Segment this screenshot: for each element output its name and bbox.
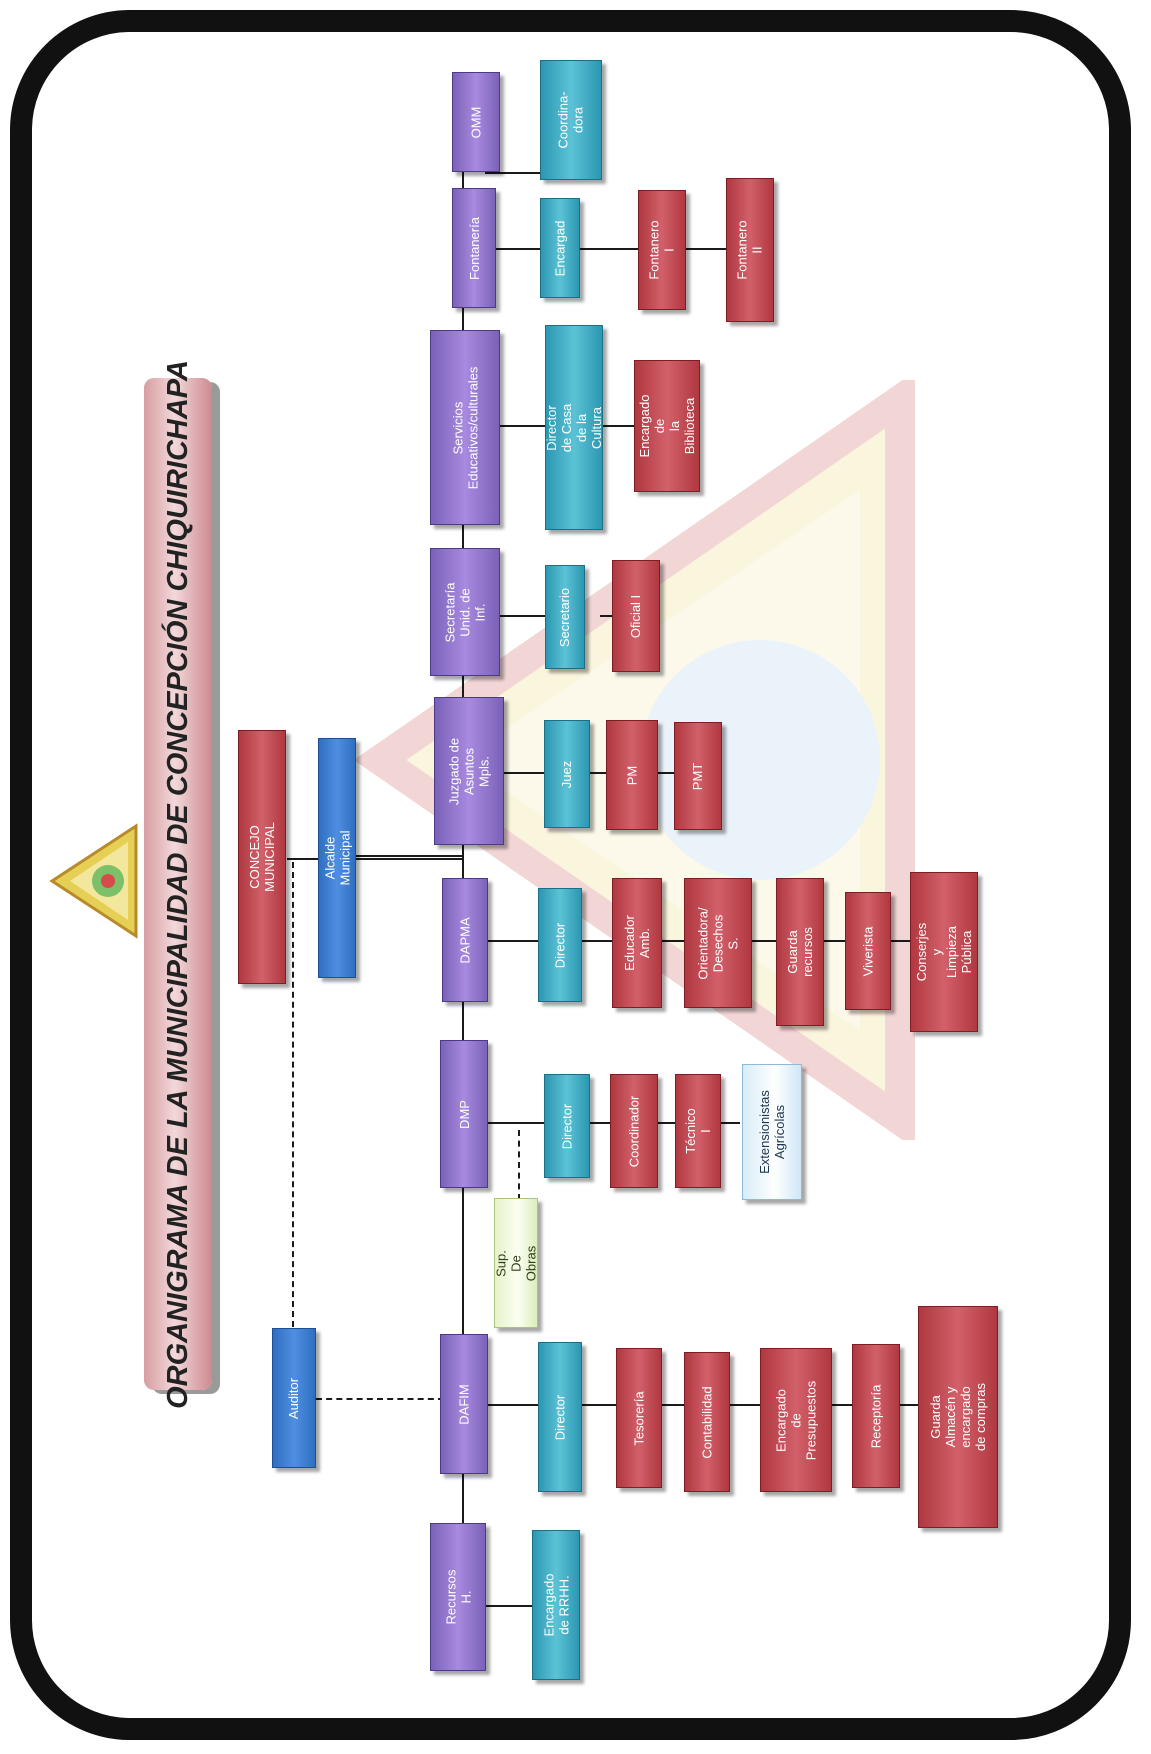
head-juzgado: Juez: [544, 720, 590, 828]
head-fontaneria: Encargad: [540, 198, 580, 298]
head-omm: Coordina- dora: [540, 60, 602, 180]
staff-educador-amb: Educador Amb.: [612, 878, 662, 1008]
head-dapma: Director: [538, 888, 582, 1002]
staff-tesoreria: Tesorería: [616, 1348, 662, 1488]
staff-conserjes: Conserjes y Limpieza Pública: [910, 872, 978, 1032]
dashed-connector: [316, 1398, 444, 1400]
dept-omm: OMM: [452, 72, 500, 172]
staff-pm: PM: [606, 720, 658, 830]
dashed-connector: [292, 862, 294, 1327]
staff-coordinador: Coordinador: [610, 1074, 658, 1188]
connector: [582, 1404, 920, 1406]
staff-oficial-1: Oficial I: [612, 560, 660, 672]
staff-receptoria: Receptoría: [852, 1344, 900, 1488]
staff-fontanero-2: Fontanero II: [726, 178, 774, 322]
connector: [504, 772, 544, 774]
staff-guarda-recursos: Guarda recursos: [776, 878, 824, 1026]
head-dafim: Director: [538, 1342, 582, 1492]
connector: [486, 1122, 544, 1124]
connector: [486, 940, 538, 942]
staff-pmt: PMT: [674, 722, 722, 830]
staff-extensionistas: Extensionistas Agrícolas: [742, 1064, 802, 1200]
staff-tecnico-1: Técnico I: [675, 1074, 721, 1188]
staff-guarda-almacen: Guarda Almacén y encargado de compras: [918, 1306, 998, 1528]
dept-dapma: DAPMA: [442, 878, 488, 1002]
sup-obras-box: Sup. De Obras: [494, 1198, 538, 1328]
head-rrhh: Encargado de RRHH.: [532, 1530, 580, 1680]
auditor-box: Auditor: [272, 1328, 316, 1468]
connector: [486, 1605, 532, 1607]
staff-encargado-biblioteca: Encargado de la Biblioteca: [634, 360, 700, 492]
connector: [496, 248, 541, 250]
dept-dafim: DAFIM: [440, 1334, 488, 1474]
staff-contabilidad: Contabilidad: [684, 1352, 730, 1492]
connector: [590, 1122, 740, 1124]
dashed-connector: [518, 1130, 520, 1200]
connector: [500, 425, 545, 427]
staff-orientadora: Orientadora/ Desechos S.: [684, 878, 752, 1008]
head-servicios: Director de Casa de la Cultura: [545, 325, 603, 530]
alcalde-municipal-box: Alcalde Municipal: [318, 738, 356, 978]
municipal-logo: [49, 823, 138, 939]
connector: [486, 1404, 538, 1406]
head-secretaria: Secretario: [545, 565, 585, 669]
connector: [500, 615, 545, 617]
dept-juzgado: Juzgado de Asuntos Mpls.: [434, 697, 504, 845]
dept-servicios: Servicios Educativos/culturales: [430, 330, 500, 525]
connector: [356, 855, 464, 857]
connector: [600, 615, 612, 617]
connector: [287, 858, 464, 860]
dept-fontaneria: Fontanería: [452, 188, 496, 308]
dept-rrhh: Recursos H.: [430, 1523, 486, 1671]
head-dmp: Director: [544, 1074, 590, 1178]
staff-encargado-presupuestos: Encargado de Presupuestos: [760, 1348, 832, 1492]
connector: [600, 425, 635, 427]
connector-main-trunk: [462, 170, 464, 1530]
page-title: ORGANIGRAMA DE LA MUNICIPALIDAD DE CONCE…: [144, 360, 212, 1408]
staff-fontanero-1: Fontanero I: [638, 190, 686, 310]
connector: [485, 172, 540, 174]
dept-dmp: DMP: [440, 1040, 488, 1188]
concejo-municipal-box: CONCEJO MUNICIPAL: [238, 730, 286, 984]
staff-viverista: Viverista: [845, 892, 891, 1010]
dept-secretaria: Secretaría Unid. de Inf.: [430, 548, 500, 676]
